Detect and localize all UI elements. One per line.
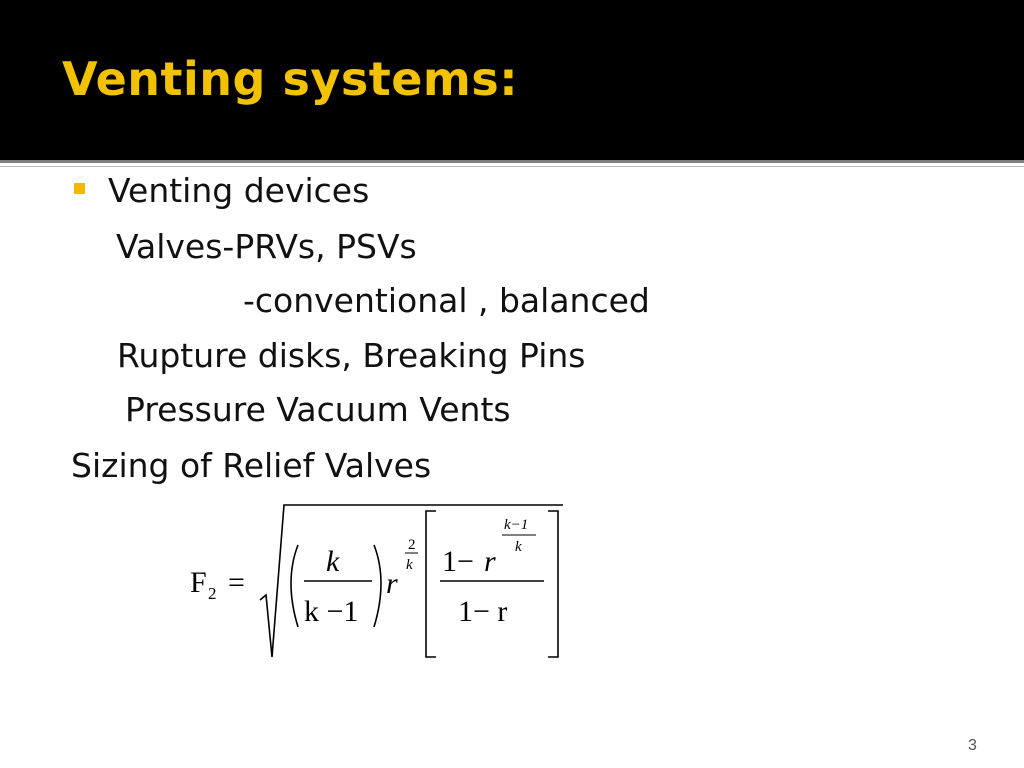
exponent-numerator: 2 xyxy=(408,537,416,553)
bracket-numerator-r: r xyxy=(484,545,496,578)
right-paren-icon xyxy=(373,544,382,628)
formula-r: r xyxy=(386,567,398,600)
line-sizing-relief-valves: Sizing of Relief Valves xyxy=(71,446,432,485)
slide-title: Venting systems: xyxy=(62,52,519,106)
left-bracket-icon xyxy=(425,510,436,658)
inner-exponent-numerator: k−1 xyxy=(504,517,528,533)
right-bracket-icon xyxy=(548,510,559,658)
line-conventional-balanced: -conventional , balanced xyxy=(243,281,650,320)
left-paren-icon xyxy=(290,544,299,628)
relief-valve-formula: F 2 = k k −1 r 2 k 1− r k−1 k 1− r xyxy=(180,495,580,680)
title-divider xyxy=(0,160,1024,163)
bullet-square-icon xyxy=(74,183,85,194)
line-pressure-vacuum-vents: Pressure Vacuum Vents xyxy=(125,390,511,429)
bullet-venting-devices: Venting devices xyxy=(108,171,370,210)
bracket-numerator: 1− xyxy=(442,545,474,578)
line-rupture-disks: Rupture disks, Breaking Pins xyxy=(117,336,586,375)
bracket-denominator: 1− r xyxy=(458,595,507,628)
inner-exponent-denominator: k xyxy=(515,539,522,555)
formula-equals: = xyxy=(228,566,245,599)
fraction-k-denominator: k −1 xyxy=(304,595,358,628)
line-valves: Valves-PRVs, PSVs xyxy=(116,227,417,266)
page-number: 3 xyxy=(968,737,977,754)
title-divider-thin xyxy=(0,166,1024,167)
formula-lhs: F xyxy=(190,566,207,599)
fraction-k-numerator: k xyxy=(326,545,340,578)
radical-sign-icon xyxy=(259,504,563,658)
exponent-denominator: k xyxy=(406,557,413,573)
formula-lhs-subscript: 2 xyxy=(208,584,217,603)
title-bar xyxy=(0,0,1024,160)
